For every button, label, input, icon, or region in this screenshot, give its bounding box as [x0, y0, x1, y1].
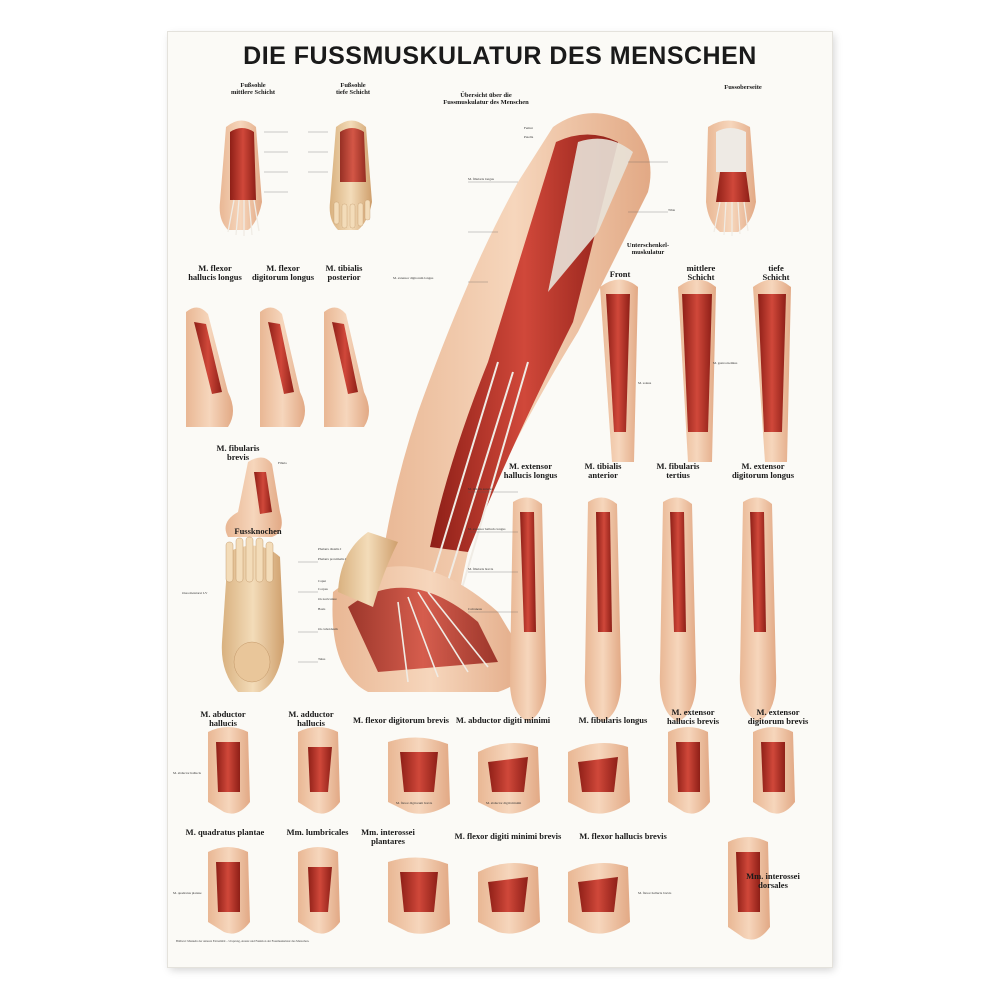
label-phalanx-distalis: Phalanx distalis I [318, 547, 342, 551]
heading-lumbricales: Mm. lumbricales [286, 827, 349, 837]
label-fibularis-longus: M. fibularis longus [468, 177, 494, 181]
label-fibula: Fibula [278, 461, 287, 465]
heading-extensor-hallucis-longus: M. extensor hallucis longus [503, 461, 558, 480]
heading-extensor-digitorum-brevis: M. extensor digitorum brevis [747, 707, 809, 726]
label-extensor-hallucis-longus: M. extensor hallucis longus [468, 527, 506, 531]
heading-flexor-digiti-minimi-brevis: M. flexor digiti minimi brevis [454, 831, 562, 841]
lower-leg-trio-illustration [600, 279, 791, 462]
heading-fussknochen: Fussknochen [234, 526, 282, 536]
small-feet-row-1-illustration [208, 727, 795, 814]
heading-tibialis-anterior: M. tibialis anterior [584, 461, 622, 480]
label-flexor-hallucis-brevis: M. flexor hallucis brevis [638, 891, 672, 895]
sole-deep-layer-illustration [329, 120, 372, 230]
label-fibularis-brevis: M. fibularis brevis [468, 567, 494, 571]
small-feet-row-2-illustration [208, 837, 770, 940]
heading-fussoberseite: Fussoberseite [724, 84, 762, 91]
anatomy-poster: DIE FUSSMUSKULATUR DES MENSCHEN [168, 32, 832, 967]
heading-tiefe-schicht: tiefe Schicht [762, 263, 790, 282]
label-phalanx-proximalis: Phalanx proximalis I [318, 557, 347, 561]
flexors-row-illustration [186, 307, 369, 427]
label-abductor-digiti-minimi: M. abductor digiti minimi [486, 801, 522, 805]
anatomy-illustrations [186, 113, 795, 940]
label-soleus: M. soleus [638, 381, 652, 385]
label-femur: Femur [524, 126, 533, 130]
poster-footnote: Bildtext: Muskeln der unteren Extremität… [176, 939, 310, 943]
heading-quadratus-plantae: M. quadratus plantae [185, 827, 265, 837]
heading-front: Front [609, 269, 631, 279]
label-flexor-digitorum-brevis: M. flexor digitorum brevis [396, 801, 433, 805]
heading-mittlere-schicht: mittlere Schicht [686, 263, 716, 282]
sole-middle-layer-illustration [219, 120, 262, 236]
heading-flexor-hallucis-longus: M. flexor hallucis longus [188, 263, 242, 282]
heading-fibularis-tertius: M. fibularis tertius [656, 461, 700, 480]
label-os-naviculare: Os naviculare [318, 597, 337, 601]
label-corpus: Corpus [318, 587, 328, 591]
heading-abductor-digiti-minimi: M. abductor digiti minimi [455, 715, 551, 725]
heading-overview: Übersicht über die Fussmuskulatur des Me… [443, 92, 529, 106]
heading-extensor-digitorum-longus: M. extensor digitorum longus [731, 461, 795, 480]
label-abductor-hallucis: M. abductor hallucis [173, 771, 201, 775]
fibularis-brevis-illustration [225, 457, 282, 537]
extensor-row-illustration [509, 497, 777, 722]
label-gastrocnemius: M. gastrocnemius [713, 361, 738, 365]
label-caput: Caput [318, 579, 327, 583]
heading-unterschenkel: Unterschenkel- muskulatur [626, 242, 670, 256]
label-calcaneus: Calcaneus [468, 607, 482, 611]
dorsum-illustration [706, 120, 756, 236]
heading-flexor-hallucis-brevis: M. flexor hallucis brevis [579, 831, 667, 841]
heading-interossei-dorsales: Mm. interossei dorsales [746, 871, 800, 890]
central-leg-illustration [332, 113, 651, 692]
label-extensor-digitorum-longus: M. extensor digitorum longus [393, 276, 434, 280]
heading-flexor-digitorum-brevis: M. flexor digitorum brevis [352, 715, 449, 725]
heading-adductor-hallucis: M. adductor hallucis [288, 709, 334, 728]
label-patella: Patella [524, 135, 534, 139]
label-basis: Basis [318, 607, 326, 611]
heading-fibularis-longus: M. fibularis longus [578, 715, 648, 725]
leader-lines [264, 131, 668, 663]
heading-flexor-digitorum-longus: M. flexor digitorum longus [251, 263, 315, 282]
label-quadratus-plantae: M. quadratus plantae [173, 891, 202, 895]
heading-sole-deep: Fußsohle tiefe Schicht [335, 82, 371, 96]
heading-extensor-hallucis-brevis: M. extensor hallucis brevis [666, 707, 720, 726]
heading-fibularis-brevis: M. fibularis brevis [216, 443, 260, 462]
heading-abductor-hallucis: M. abductor hallucis [200, 709, 246, 728]
heading-sole-middle: Fußsohle mittlere Schicht [230, 82, 276, 96]
foot-bones-illustration [221, 536, 284, 692]
label-tibialis-anterior: M. tibialis anterior [468, 487, 494, 491]
heading-interossei-plantares: Mm. interossei plantares [361, 827, 415, 846]
heading-tibialis-posterior: M. tibialis posterior [325, 263, 363, 282]
label-tibia: Tibia [668, 208, 676, 212]
poster-title: DIE FUSSMUSKULATUR DES MENSCHEN [243, 42, 757, 70]
label-ossa-metatarsi: Ossa metatarsi I-V [182, 591, 208, 595]
label-talus: Talus [318, 657, 326, 661]
label-os-cuboideum: Os cuboideum [318, 627, 338, 631]
